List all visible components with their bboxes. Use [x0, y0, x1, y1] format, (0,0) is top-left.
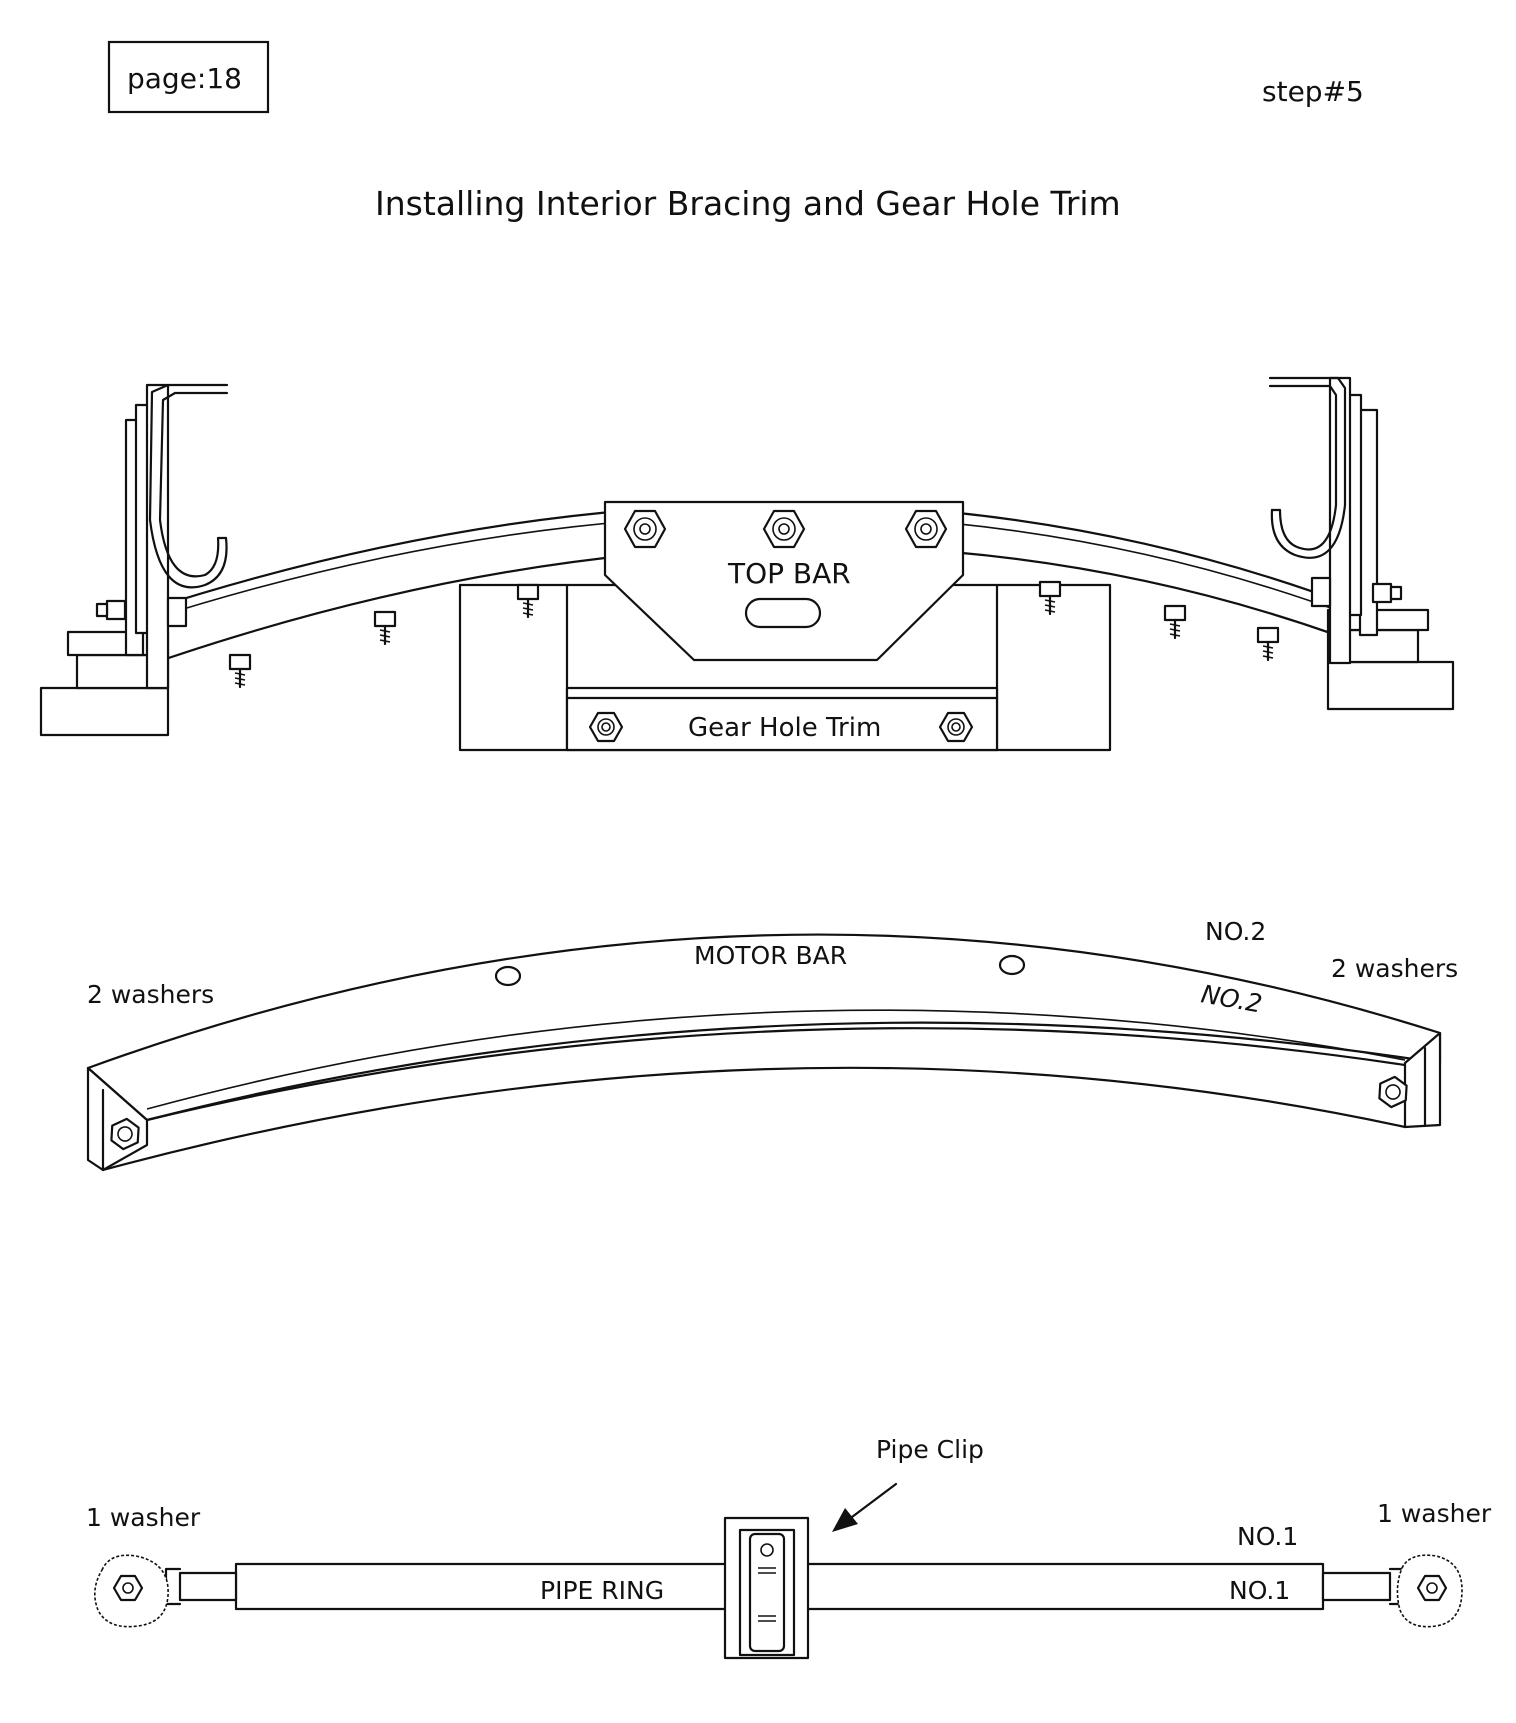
bolt-icon	[516, 583, 540, 619]
pipe-ring-figure	[94, 1482, 1463, 1660]
hex-nut-icon	[112, 1574, 144, 1602]
left-washers-label: 2 washers	[87, 980, 214, 1009]
left-washer-label: 1 washer	[86, 1503, 201, 1532]
page-label: page:18	[127, 62, 242, 95]
motor-bar-label: MOTOR BAR	[694, 941, 847, 970]
hex-nut-icon	[1378, 1075, 1408, 1109]
page-label-box	[107, 40, 270, 114]
top-assembly-figure: Gear Hole Trim	[39, 376, 1455, 752]
hex-nut-icon	[588, 711, 624, 743]
right-washers-label: 2 washers	[1331, 954, 1458, 983]
hex-nut-icon	[938, 711, 974, 743]
right-washer-label: 1 washer	[1377, 1499, 1492, 1528]
page-header: page:18 step#5 Installing Interior Braci…	[107, 40, 1364, 223]
motor-bar-figure	[86, 933, 1442, 1172]
no2-label: NO.2	[1205, 917, 1266, 946]
top-bar-label: TOP BAR	[727, 557, 851, 590]
top-bar-plate	[603, 500, 965, 662]
left-hook-bracket	[39, 383, 229, 737]
arrow-icon	[832, 1482, 898, 1532]
pipe-clip-label: Pipe Clip	[876, 1435, 984, 1464]
motor-bar-hole	[998, 954, 1026, 976]
hex-nut-icon	[904, 509, 948, 549]
pipe-ring-label: PIPE RING	[540, 1576, 664, 1605]
top-bar-slot	[744, 597, 822, 629]
bolt-icon	[1163, 604, 1187, 640]
no1-top-label: NO.1	[1237, 1522, 1298, 1551]
bolt-icon	[373, 610, 397, 646]
gear-hole-trim-label: Gear Hole Trim	[688, 713, 881, 743]
motor-bar-right-end	[1403, 1031, 1442, 1129]
hex-nut-icon	[1416, 1574, 1448, 1602]
step-label: step#5	[1262, 75, 1364, 108]
no1-bar-label: NO.1	[1229, 1576, 1290, 1605]
motor-bar-hole	[494, 965, 522, 987]
hex-nut-icon	[110, 1117, 140, 1151]
page-title: Installing Interior Bracing and Gear Hol…	[375, 184, 1121, 223]
pipe-clip	[723, 1516, 810, 1660]
bolt-icon	[1256, 626, 1280, 662]
bolt-icon	[1038, 580, 1062, 616]
right-hook-bracket	[1268, 376, 1455, 711]
hex-nut-icon	[623, 509, 667, 549]
bolt-icon	[228, 653, 252, 689]
hex-nut-icon	[762, 509, 806, 549]
